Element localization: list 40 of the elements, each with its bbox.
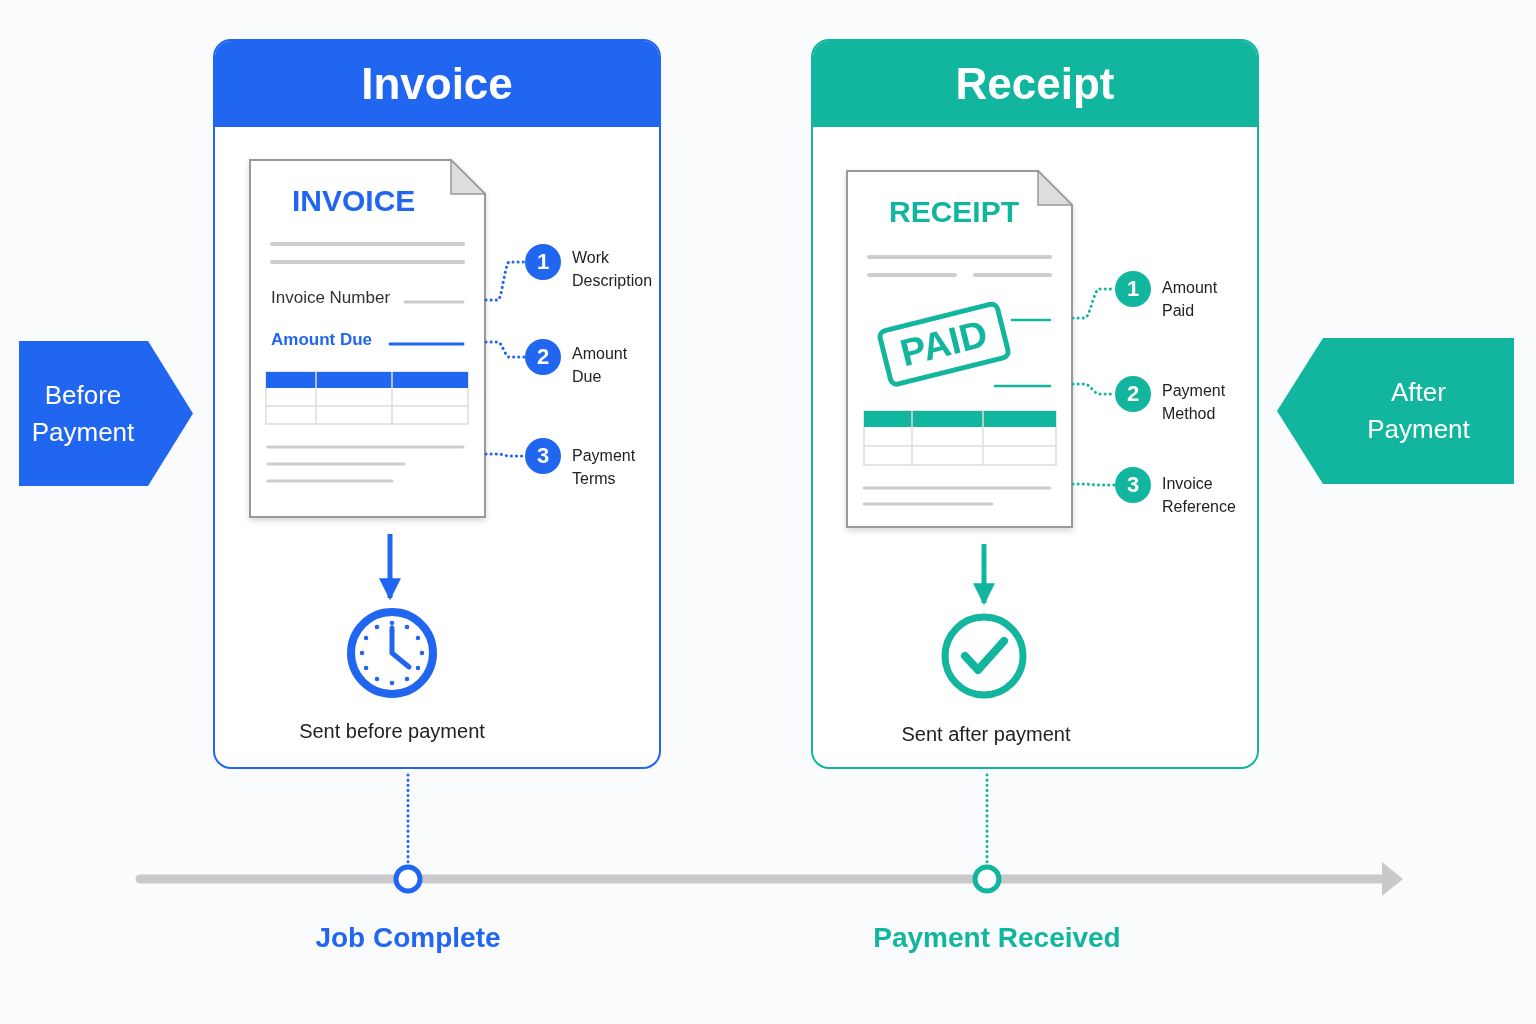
callout-number: 2 — [525, 339, 561, 375]
stage-label: After Payment — [1366, 376, 1471, 446]
stage-label: Before Payment — [30, 378, 136, 449]
document-sheet — [846, 170, 1073, 528]
check-circle-icon — [941, 613, 1027, 699]
document-sheet — [249, 159, 486, 518]
caption-text: Amount Paid — [1162, 278, 1219, 322]
leader-line — [484, 340, 527, 359]
milestone-marker — [972, 864, 1002, 894]
document-heading: RECEIPT — [889, 194, 1020, 230]
caption-text: Payment Method — [1162, 381, 1227, 425]
caption-text: Invoice Reference — [1162, 474, 1237, 518]
milestone-label: Payment Received — [872, 921, 1122, 955]
field-label: Amount Due — [271, 330, 373, 351]
stage-arrow-tag — [1277, 338, 1514, 484]
panel-title: Invoice — [215, 41, 659, 127]
caption-text: Sent after payment — [900, 722, 1072, 747]
stage-arrow-tag — [19, 341, 193, 486]
field-label: Invoice Number — [271, 288, 391, 309]
arrow — [379, 534, 401, 601]
panel-title: Receipt — [813, 41, 1257, 127]
section-panel — [811, 39, 1259, 769]
leader-line — [985, 773, 989, 866]
caption-text: Amount Due — [572, 344, 629, 388]
document-heading: INVOICE — [292, 183, 416, 219]
leader-line — [1071, 482, 1117, 487]
callout-number: 1 — [525, 244, 561, 280]
milestone-marker — [393, 864, 423, 894]
arrow — [973, 544, 995, 606]
caption-text: Sent before payment — [298, 719, 486, 744]
callout-number: 3 — [525, 438, 561, 474]
callout-number: 1 — [1115, 271, 1151, 307]
callout-number: 2 — [1115, 376, 1151, 412]
milestone-label: Job Complete — [314, 921, 502, 955]
caption-text: Work Description — [572, 248, 654, 292]
caption-text: Payment Terms — [572, 446, 637, 490]
clock-icon — [347, 608, 437, 698]
section-panel — [213, 39, 661, 769]
leader-line — [406, 773, 410, 866]
callout-number: 3 — [1115, 467, 1151, 503]
